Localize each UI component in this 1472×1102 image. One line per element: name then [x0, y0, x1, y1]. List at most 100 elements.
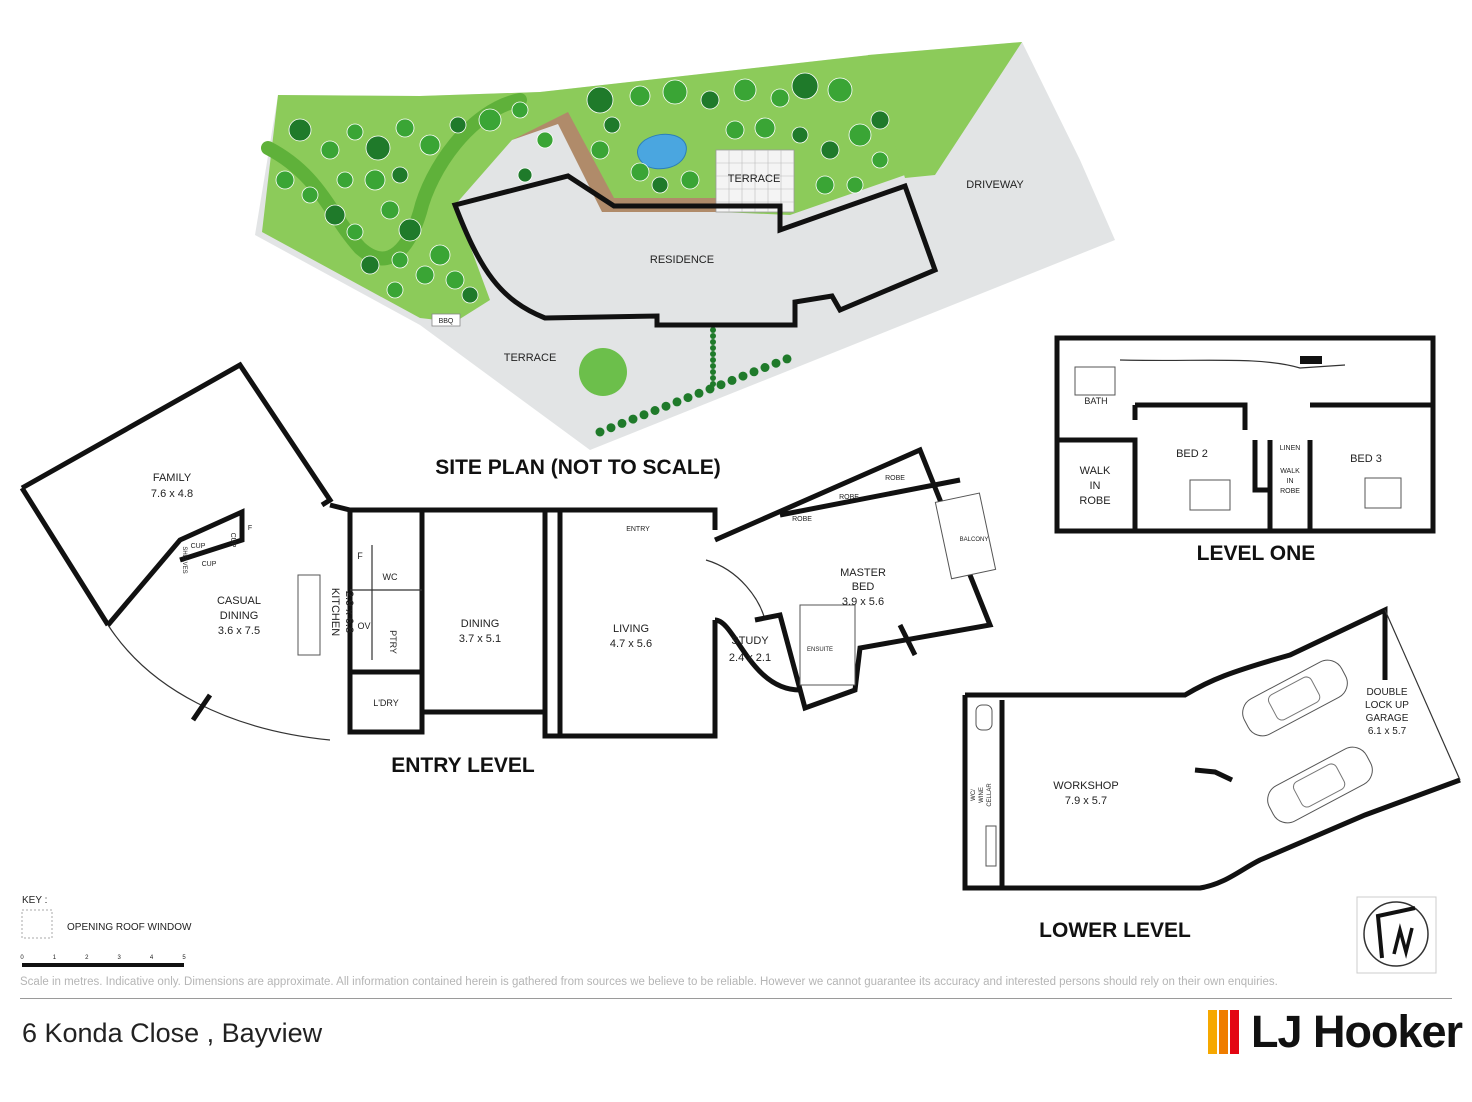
tree-icon — [848, 123, 872, 147]
tree-icon — [461, 286, 479, 304]
tree-icon — [651, 176, 669, 194]
tree-icon — [478, 108, 502, 132]
wir-small-2: IN — [1287, 478, 1294, 485]
level-one-plan: BATH BED 2 BED 3 LINEN WALK IN ROBE WALK… — [1054, 335, 1436, 565]
tree-icon — [275, 170, 295, 190]
key-item: OPENING ROOF WINDOW — [67, 922, 192, 933]
hedge-shrub-icon — [617, 418, 627, 428]
study-size: 2.4 x 2.1 — [729, 652, 771, 664]
master-walls — [713, 446, 994, 712]
hedge-shrub-icon — [771, 358, 781, 368]
cellar-rack — [985, 825, 997, 867]
residence-outline — [451, 173, 939, 328]
garden-trees — [275, 72, 890, 304]
tree-icon — [630, 162, 650, 182]
linen-label: LINEN — [1280, 445, 1301, 452]
terrace-grid — [716, 150, 794, 212]
tree-icon — [870, 110, 890, 130]
tree-icon — [391, 166, 409, 184]
wc-label: WC — [383, 572, 398, 582]
hedge-shrub-icon — [710, 327, 716, 333]
tree-icon — [346, 223, 364, 241]
tree-icon — [380, 200, 400, 220]
garage-door — [1384, 609, 1461, 781]
ensuite-label: ENSUITE — [807, 647, 833, 653]
site-plan-title: SITE PLAN (NOT TO SCALE) — [435, 456, 720, 479]
tree-icon — [301, 186, 319, 204]
hedge-shrub-icon — [650, 406, 660, 415]
hedge-shrub-icon — [710, 333, 716, 339]
wir-small-1: WALK — [1280, 468, 1300, 475]
f1-label: F — [248, 525, 252, 532]
tree-icon — [815, 175, 835, 195]
living-size: 4.7 x 5.6 — [610, 638, 652, 650]
stair-top — [1300, 356, 1322, 364]
hedge-shrub-icon — [710, 363, 716, 369]
master-name1: MASTER — [840, 567, 886, 579]
family-size: 7.6 x 4.8 — [151, 488, 193, 500]
brown-walkway — [512, 112, 720, 212]
balcony — [934, 492, 997, 580]
brand-bar-2 — [1219, 1010, 1228, 1054]
garage-name2: LOCK UP — [1365, 700, 1409, 711]
hedge-shrub-icon — [628, 414, 638, 424]
tree-icon — [536, 131, 554, 149]
driveway-lawn — [868, 42, 1022, 178]
hedge-shrub-icon — [716, 380, 726, 390]
hedge-shrub-icon — [710, 345, 716, 351]
planter — [579, 348, 627, 396]
f2-label: F — [357, 551, 363, 561]
tree-icon — [754, 117, 776, 139]
tree-icon — [445, 270, 465, 290]
tree-icon — [791, 72, 819, 100]
family-walls — [19, 361, 718, 627]
ldry-label: L'DRY — [373, 698, 399, 708]
lower-level-title: LOWER LEVEL — [1039, 919, 1191, 942]
level-one-title: LEVEL ONE — [1197, 542, 1316, 565]
entry-level-plan: FAMILY 7.6 x 4.8 CASUAL DINING 3.6 x 7.5… — [19, 361, 997, 777]
tree-icon — [590, 140, 610, 160]
footer-divider — [20, 998, 1452, 999]
tree-icon — [391, 251, 409, 269]
brand-bar-1 — [1208, 1010, 1217, 1054]
stair-rail — [1119, 359, 1346, 369]
garage-size: 6.1 x 5.7 — [1368, 726, 1407, 737]
tree-icon — [511, 101, 529, 119]
tree-icon — [517, 167, 533, 183]
tree-icon — [336, 171, 354, 189]
wir-3: ROBE — [1079, 495, 1110, 507]
tree-icon — [365, 135, 391, 161]
kitchen-island — [297, 574, 321, 656]
tree-icon — [586, 86, 614, 114]
workshop-name: WORKSHOP — [1053, 780, 1118, 792]
tree-icon — [324, 204, 346, 226]
balcony-label: BALCONY — [960, 537, 989, 543]
tree-icon — [846, 176, 864, 194]
brand-mark-icon — [1208, 1010, 1241, 1054]
tree-icon — [360, 255, 380, 275]
bath-label: BATH — [1084, 396, 1107, 406]
kitchen-size: 2.9 x 6.8 — [343, 591, 355, 633]
scale-tick-label: 0 — [20, 955, 24, 961]
hedge-shrub-icon — [595, 427, 605, 437]
family-name: FAMILY — [153, 472, 192, 484]
wine-1: WC/ — [971, 789, 977, 801]
hedge-shrub-icon — [661, 401, 671, 411]
tree-icon — [827, 77, 853, 103]
compass-icon — [1356, 896, 1437, 974]
disclaimer-text: Scale in metres. Indicative only. Dimens… — [20, 976, 1278, 988]
robe1-label: ROBE — [792, 516, 812, 523]
dining-name: DINING — [461, 618, 500, 630]
brand-name: LJ Hooker — [1251, 1006, 1463, 1057]
tree-icon — [662, 79, 688, 105]
wir-1: WALK — [1080, 465, 1111, 477]
level-one-outline — [1054, 335, 1436, 534]
scale-tick-label: 2 — [85, 955, 89, 961]
tree-icon — [733, 78, 757, 102]
property-address: 6 Konda Close , Bayview — [22, 1018, 323, 1048]
tree-icon — [820, 140, 840, 160]
bed2-label: BED 2 — [1176, 448, 1208, 460]
tree-icon — [364, 169, 386, 191]
casual-size: 3.6 x 7.5 — [218, 625, 260, 637]
